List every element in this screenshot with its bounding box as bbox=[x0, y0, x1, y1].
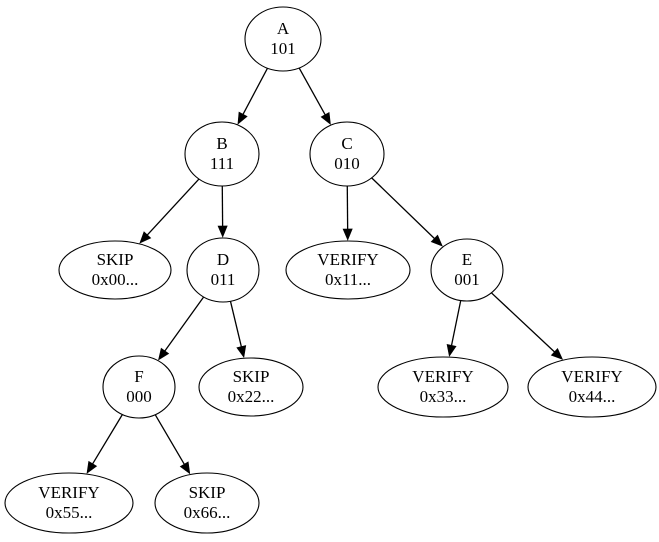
edge-a-to-b bbox=[237, 67, 269, 125]
node-circle[interactable] bbox=[309, 121, 385, 187]
graph-node-skip_66[interactable]: SKIP0x66... bbox=[154, 472, 260, 534]
node-circle[interactable] bbox=[430, 238, 504, 302]
graph-node-verify_33[interactable]: VERIFY0x33... bbox=[377, 356, 509, 418]
graph-node-verify_11[interactable]: VERIFY0x11... bbox=[285, 240, 411, 300]
arrowhead-icon bbox=[86, 460, 98, 474]
arrowhead-icon bbox=[550, 347, 564, 360]
edge-c-to-verify_11 bbox=[342, 185, 353, 241]
edge-line bbox=[298, 67, 326, 115]
graph-node-verify_55[interactable]: VERIFY0x55... bbox=[4, 472, 134, 534]
node-circle[interactable] bbox=[244, 6, 322, 72]
node-ellipse[interactable] bbox=[154, 472, 260, 534]
edge-f-to-skip_66 bbox=[154, 414, 191, 475]
graph-node-skip_00[interactable]: SKIP0x00... bbox=[58, 240, 172, 300]
edge-b-to-skip_00 bbox=[139, 178, 200, 244]
arrowhead-icon bbox=[158, 347, 170, 361]
node-ellipse[interactable] bbox=[285, 240, 411, 300]
arrowhead-icon bbox=[179, 461, 191, 475]
node-ellipse[interactable] bbox=[58, 240, 172, 300]
edge-e-to-verify_44 bbox=[490, 292, 564, 360]
node-ellipse[interactable] bbox=[198, 357, 304, 417]
arrowhead-icon bbox=[446, 344, 457, 357]
edge-line bbox=[229, 301, 242, 347]
node-ellipse[interactable] bbox=[527, 356, 657, 418]
edge-d-to-skip_22 bbox=[229, 301, 247, 359]
edge-f-to-verify_55 bbox=[86, 414, 123, 474]
edge-line bbox=[92, 414, 123, 465]
edge-e-to-verify_33 bbox=[446, 300, 462, 357]
edge-d-to-f bbox=[158, 296, 205, 361]
edge-line bbox=[242, 67, 269, 115]
edge-b-to-d bbox=[217, 185, 228, 238]
arrowhead-icon bbox=[139, 231, 152, 244]
node-ellipse[interactable] bbox=[377, 356, 509, 418]
graph-node-verify_44[interactable]: VERIFY0x44... bbox=[527, 356, 657, 418]
edge-c-to-e bbox=[371, 177, 443, 247]
edge-a-to-c bbox=[298, 67, 331, 125]
edge-line bbox=[490, 292, 555, 353]
arrowhead-icon bbox=[430, 234, 443, 247]
node-circle[interactable] bbox=[102, 355, 176, 419]
arrowhead-icon bbox=[236, 345, 247, 359]
arrowhead-icon bbox=[342, 228, 353, 241]
edge-line bbox=[450, 300, 462, 346]
edge-line bbox=[146, 178, 200, 236]
arrowhead-icon bbox=[320, 111, 331, 125]
edge-line bbox=[154, 414, 185, 465]
arrowhead-icon bbox=[217, 225, 228, 238]
node-circle[interactable] bbox=[184, 121, 260, 187]
graph-node-skip_22[interactable]: SKIP0x22... bbox=[198, 357, 304, 417]
arrowhead-icon bbox=[237, 111, 248, 125]
node-ellipse[interactable] bbox=[4, 472, 134, 534]
edge-line bbox=[164, 296, 205, 352]
edge-line bbox=[371, 177, 435, 239]
node-circle[interactable] bbox=[186, 237, 260, 303]
edges-layer bbox=[86, 67, 564, 475]
